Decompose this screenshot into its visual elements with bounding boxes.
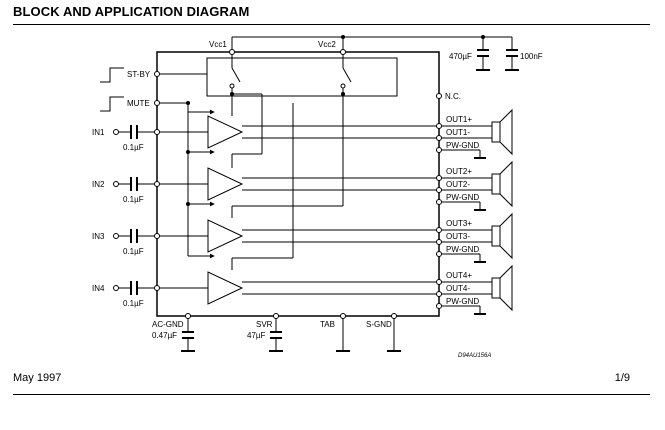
svr-label: SVR [256, 320, 273, 329]
speaker-1 [491, 108, 513, 156]
out4-plus-label: OUT4+ [446, 271, 472, 280]
input-1-label: IN1 [92, 128, 105, 137]
input-1-cap-label: 0.1µF [123, 143, 144, 152]
out1-minus-label: OUT1- [446, 128, 470, 137]
page-title: BLOCK AND APPLICATION DIAGRAM [13, 4, 250, 19]
pw-gnd-4-label: PW-GND [446, 297, 479, 306]
pw-gnd-3-label: PW-GND [446, 245, 479, 254]
vcc1-label: Vcc1 [209, 40, 227, 49]
input-2-cap-label: 0.1µF [123, 195, 144, 204]
out2-plus-label: OUT2+ [446, 167, 472, 176]
out1-plus-label: OUT1+ [446, 115, 472, 124]
drawing-code: D94AU156A [458, 353, 491, 359]
out2-minus-label: OUT2- [446, 180, 470, 189]
supply-cap-470-label: 470µF [449, 52, 472, 61]
s-gnd-label: S-GND [366, 320, 392, 329]
amplifier-1 [207, 115, 244, 149]
speaker-2 [491, 160, 513, 208]
input-3-label: IN3 [92, 232, 105, 241]
input-4-label: IN4 [92, 284, 105, 293]
out4-minus-label: OUT4- [446, 284, 470, 293]
input-2-label: IN2 [92, 180, 105, 189]
page-number: 1/9 [614, 372, 630, 384]
footer-date: May 1997 [13, 372, 62, 384]
ac-gnd-cap-label: 0.47µF [152, 331, 177, 340]
svr-cap-label: 47µF [247, 331, 266, 340]
standby-label: ST-BY [127, 70, 151, 79]
nc-label: N.C. [445, 92, 461, 101]
pw-gnd-1-label: PW-GND [446, 141, 479, 150]
amplifier-4 [207, 271, 244, 305]
mute-label: MUTE [127, 99, 150, 108]
input-4-cap-label: 0.1µF [123, 299, 144, 308]
footer-rule [13, 394, 650, 395]
ac-gnd-label: AC-GND [152, 320, 184, 329]
speaker-4 [491, 264, 513, 312]
out3-minus-label: OUT3- [446, 232, 470, 241]
out3-plus-label: OUT3+ [446, 219, 472, 228]
vcc2-label: Vcc2 [318, 40, 336, 49]
tab-label: TAB [320, 320, 335, 329]
header-rule [13, 24, 650, 25]
supply-cap-100n-label: 100nF [520, 52, 543, 61]
input-3-cap-label: 0.1µF [123, 247, 144, 256]
pw-gnd-2-label: PW-GND [446, 193, 479, 202]
amplifier-2 [207, 167, 244, 201]
amplifier-3 [207, 219, 244, 253]
standby-switch-block [206, 57, 398, 97]
speaker-3 [491, 212, 513, 260]
